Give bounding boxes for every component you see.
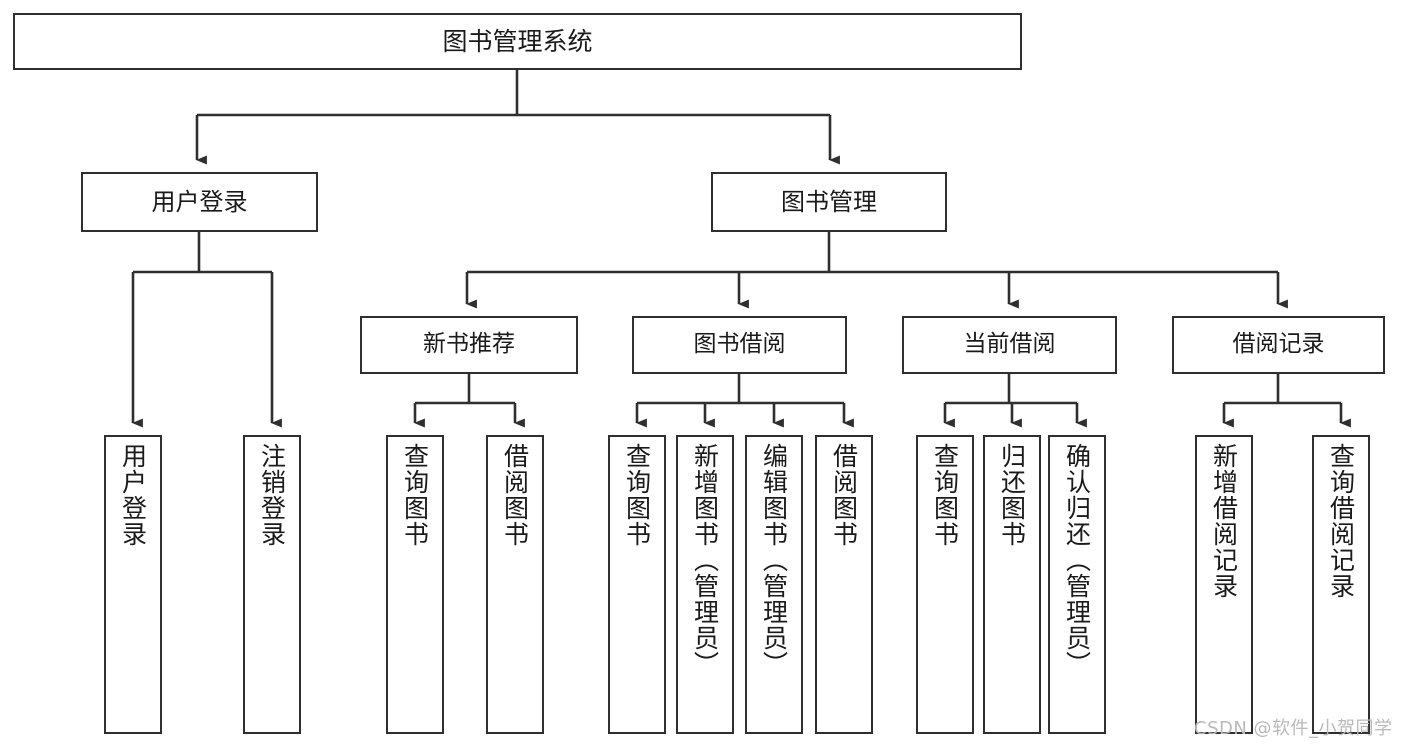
- leaf-return-book-label: 归还图书: [997, 443, 1027, 547]
- node-current-borrow-label: 当前借阅: [963, 331, 1056, 358]
- leaf-query-book-current[interactable]: 查询图书: [916, 435, 974, 734]
- node-new-book-rec-label: 新书推荐: [423, 331, 515, 358]
- node-root-label: 图书管理系统: [442, 26, 593, 56]
- node-book-borrow-label: 图书借阅: [693, 331, 786, 358]
- leaf-logout[interactable]: 注销登录: [243, 435, 301, 734]
- leaf-query-borrow-record-label: 查询借阅记录: [1326, 443, 1356, 599]
- node-root[interactable]: 图书管理系统: [13, 13, 1022, 70]
- leaf-user-login-label: 用户登录: [118, 443, 148, 547]
- leaf-add-book-admin[interactable]: 新增图书（管理员）: [676, 435, 734, 734]
- node-borrow-record-label: 借阅记录: [1232, 331, 1325, 358]
- node-book-manage-label: 图书管理: [781, 187, 877, 216]
- leaf-query-book-rec[interactable]: 查询图书: [386, 435, 444, 734]
- leaf-borrow-book-label: 借阅图书: [829, 443, 859, 547]
- leaf-edit-book-admin-label: 编辑图书（管理员）: [759, 443, 789, 677]
- leaf-borrow-book-rec[interactable]: 借阅图书: [486, 435, 544, 734]
- leaf-return-book[interactable]: 归还图书: [983, 435, 1041, 734]
- node-book-manage[interactable]: 图书管理: [711, 172, 947, 232]
- node-book-borrow[interactable]: 图书借阅: [632, 316, 847, 374]
- leaf-logout-label: 注销登录: [257, 443, 287, 547]
- leaf-query-book-current-label: 查询图书: [930, 443, 960, 547]
- leaf-query-book-rec-label: 查询图书: [400, 443, 430, 547]
- leaf-edit-book-admin[interactable]: 编辑图书（管理员）: [745, 435, 803, 734]
- leaf-confirm-return-admin-label: 确认归还（管理员）: [1062, 443, 1092, 677]
- node-new-book-rec[interactable]: 新书推荐: [360, 316, 578, 374]
- leaf-add-borrow-record[interactable]: 新增借阅记录: [1195, 435, 1253, 734]
- node-user-login[interactable]: 用户登录: [81, 172, 318, 232]
- node-user-login-label: 用户登录: [151, 187, 248, 216]
- leaf-query-borrow-record[interactable]: 查询借阅记录: [1312, 435, 1370, 734]
- node-current-borrow[interactable]: 当前借阅: [902, 316, 1117, 374]
- leaf-add-book-admin-label: 新增图书（管理员）: [690, 443, 720, 677]
- leaf-confirm-return-admin[interactable]: 确认归还（管理员）: [1048, 435, 1106, 734]
- leaf-user-login[interactable]: 用户登录: [104, 435, 162, 734]
- leaf-add-borrow-record-label: 新增借阅记录: [1209, 443, 1239, 599]
- leaf-borrow-book-rec-label: 借阅图书: [500, 443, 530, 547]
- leaf-query-book-borrow-label: 查询图书: [622, 443, 652, 547]
- leaf-borrow-book[interactable]: 借阅图书: [815, 435, 873, 734]
- leaf-query-book-borrow[interactable]: 查询图书: [608, 435, 666, 734]
- csdn-watermark: CSDN @软件_小贺同学: [1194, 718, 1393, 739]
- node-borrow-record[interactable]: 借阅记录: [1172, 316, 1385, 374]
